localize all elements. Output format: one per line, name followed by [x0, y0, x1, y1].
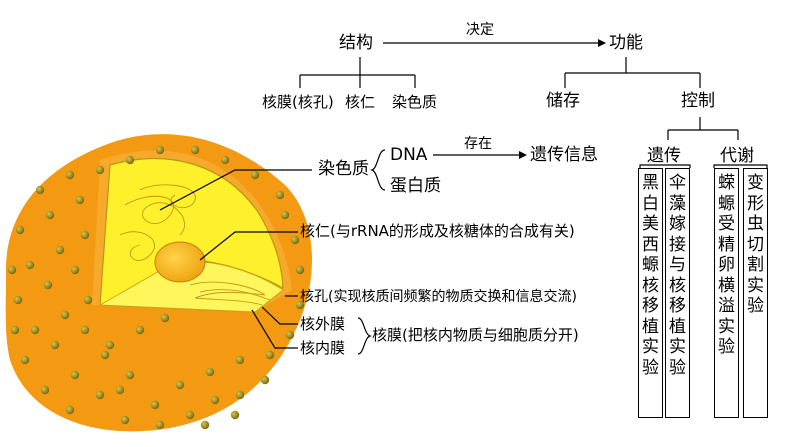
control-label: 控制 — [681, 91, 715, 111]
dna-label: DNA — [390, 145, 428, 165]
experiment-box-2: 伞藻嫁接与核移植实验 — [665, 168, 690, 418]
granule — [20, 355, 30, 365]
experiment-text-3: 蝾螈受精卵横溢实验 — [718, 173, 735, 357]
granule — [65, 170, 75, 180]
granule — [15, 225, 25, 235]
granule — [105, 340, 115, 350]
inner-membrane-label: 核内膜 — [300, 339, 346, 357]
granule — [83, 295, 93, 305]
granule — [155, 145, 165, 155]
heredity-label: 遗传 — [647, 146, 681, 166]
granule — [235, 390, 245, 400]
granule — [125, 370, 135, 380]
granule — [160, 313, 170, 323]
granule — [265, 350, 275, 360]
granule — [155, 420, 165, 430]
nucleolus — [154, 241, 206, 283]
granule — [80, 325, 90, 335]
granule — [200, 420, 210, 430]
granule — [125, 155, 135, 165]
granule — [35, 185, 45, 195]
granule — [135, 325, 145, 335]
granule — [95, 390, 105, 400]
granule — [150, 400, 160, 410]
granule — [120, 415, 130, 425]
granule — [210, 395, 220, 405]
granule — [7, 265, 17, 275]
genetic-info-label: 遗传信息 — [530, 145, 598, 165]
chromatin-label: 染色质 — [318, 159, 369, 179]
exists-in-label: 存在 — [464, 136, 492, 152]
experiment-box-1: 黑白美西螈核移植实验 — [638, 168, 663, 418]
granule — [115, 385, 125, 395]
metabolism-label: 代谢 — [720, 146, 754, 166]
granule — [235, 355, 245, 365]
experiment-text-2: 伞藻嫁接与核移植实验 — [669, 173, 686, 378]
nucleolus-label: 核仁(与rRNA的形成及核糖体的合成有关) — [300, 222, 575, 240]
granule — [185, 410, 195, 420]
function-label: 功能 — [609, 33, 643, 53]
granule — [25, 260, 35, 270]
granule — [10, 325, 20, 335]
granule — [100, 350, 110, 360]
granule — [50, 340, 60, 350]
experiment-text-4: 变形虫切割实验 — [747, 173, 764, 316]
granule — [175, 380, 185, 390]
granule — [190, 145, 200, 155]
experiment-box-3: 蝾螈受精卵横溢实验 — [714, 168, 739, 418]
granule — [30, 325, 40, 335]
envelope-label: 核膜(把核内物质与细胞质分开) — [372, 326, 579, 344]
granule — [75, 195, 85, 205]
storage-label: 储存 — [546, 91, 580, 111]
granule — [250, 170, 260, 180]
granule — [230, 410, 240, 420]
granule — [290, 235, 300, 245]
pore-label: 核孔(实现核质间频繁的物质交换和信息交流) — [300, 289, 577, 305]
granule — [70, 265, 80, 275]
granule — [295, 265, 305, 275]
granule — [43, 280, 53, 290]
granule — [260, 375, 270, 385]
experiment-box-4: 变形虫切割实验 — [743, 168, 768, 418]
granule — [60, 310, 70, 320]
granule — [55, 245, 65, 255]
outer-membrane-label: 核外膜 — [300, 315, 346, 333]
component-nucleolus: 核仁 — [345, 93, 376, 111]
granule — [220, 155, 230, 165]
determines-label: 决定 — [466, 22, 494, 38]
granule — [40, 385, 50, 395]
cytoplasm-granules — [7, 145, 305, 430]
granule — [285, 330, 295, 340]
granule — [13, 295, 23, 305]
granule — [205, 367, 215, 377]
granule — [80, 230, 90, 240]
granule — [45, 210, 55, 220]
granule — [65, 405, 75, 415]
granule — [275, 190, 285, 200]
experiment-text-1: 黑白美西螈核移植实验 — [642, 173, 659, 378]
granule — [295, 300, 305, 310]
granule — [280, 210, 290, 220]
granule — [70, 370, 80, 380]
component-envelope: 核膜(核孔) — [262, 93, 334, 111]
granule — [95, 165, 105, 175]
component-chromatin: 染色质 — [392, 93, 438, 111]
structure-label: 结构 — [339, 33, 373, 53]
protein-label: 蛋白质 — [390, 176, 441, 196]
